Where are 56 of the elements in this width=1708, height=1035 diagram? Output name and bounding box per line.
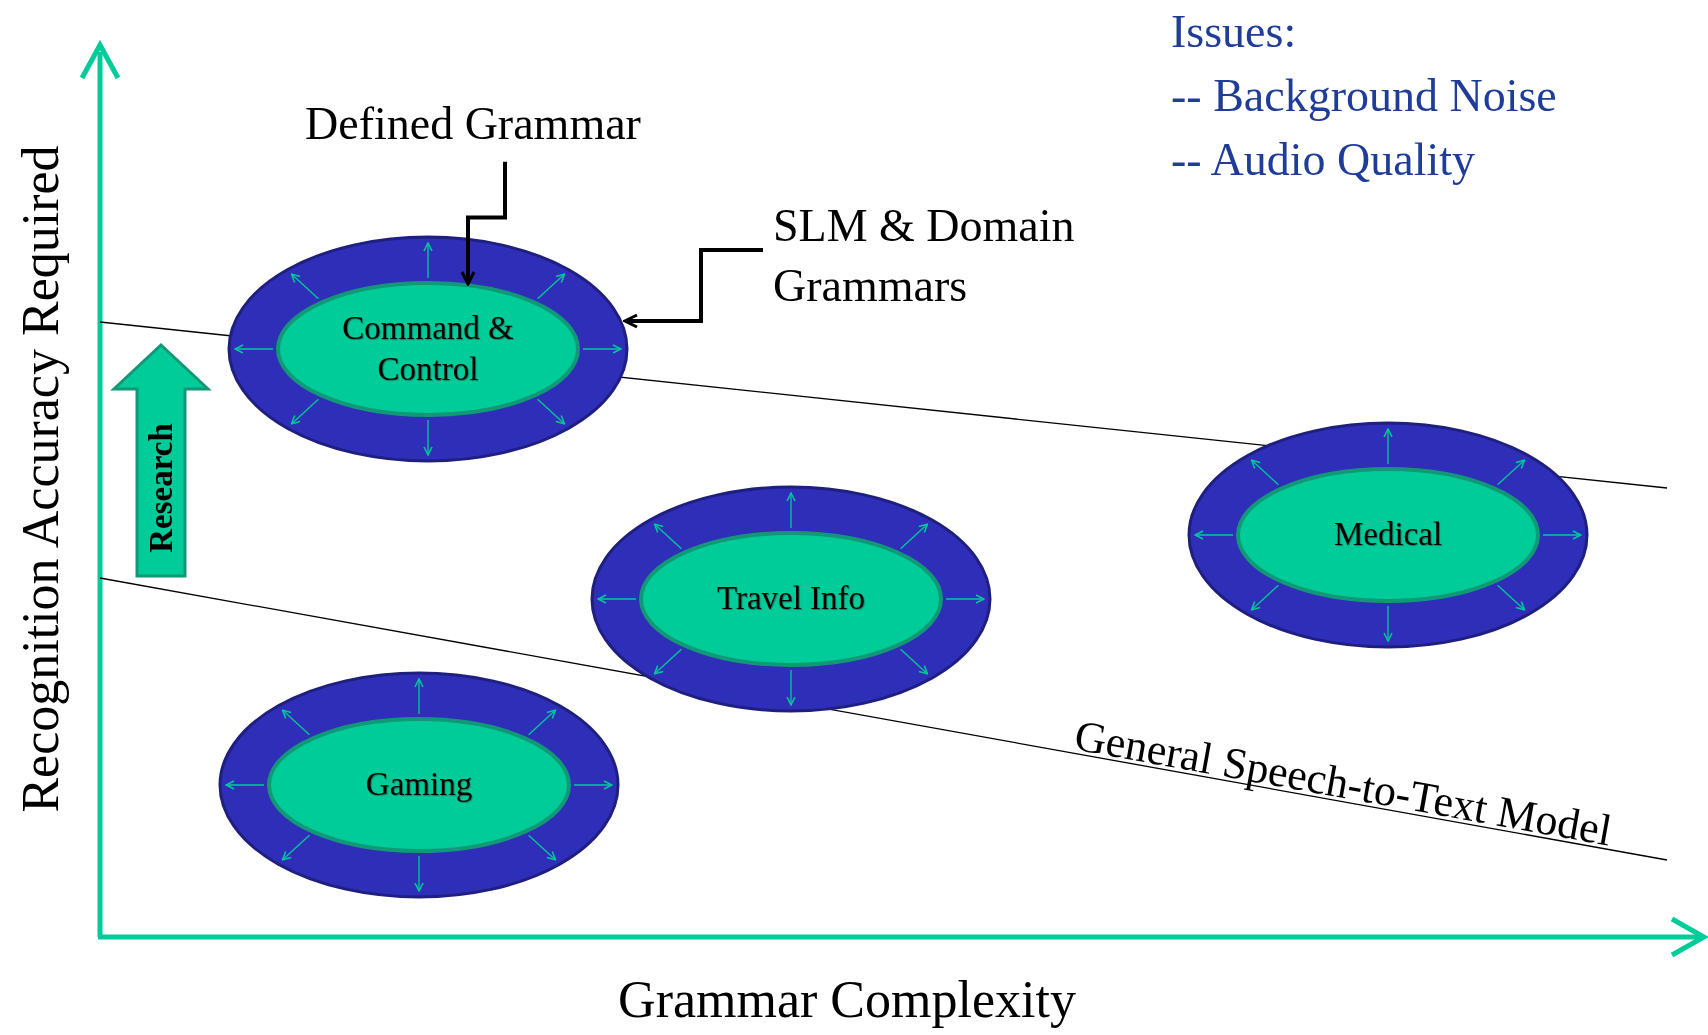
- node-label: Command & Control: [341, 308, 515, 389]
- callout-text: Defined Grammar: [305, 94, 695, 154]
- arrow: [1383, 605, 1393, 642]
- axis-title: Recognition Accuracy Required: [10, 145, 70, 813]
- arrow: [653, 648, 683, 675]
- arrow: [423, 419, 433, 456]
- arrow: [786, 669, 796, 706]
- arrow-label: Research: [142, 423, 180, 553]
- arrow: [597, 594, 637, 604]
- arrow: [653, 523, 683, 550]
- node-label: Gaming: [364, 765, 474, 805]
- ellipse-ring: [590, 485, 992, 713]
- arrow: [225, 780, 265, 790]
- arrow: [1542, 530, 1582, 540]
- arrow: [414, 855, 424, 892]
- axis-title: Grammar Complexity: [618, 969, 1076, 1030]
- leader-line: [460, 161, 507, 286]
- ellipse-node: [639, 531, 943, 667]
- node-label: Medical: [1332, 515, 1444, 555]
- block-arrow: [112, 343, 210, 579]
- leader-line: [623, 248, 763, 329]
- arrow: [1250, 459, 1280, 486]
- arrow: [1194, 530, 1234, 540]
- arrow: [290, 273, 320, 300]
- arrow: [536, 273, 566, 300]
- arrow: [527, 709, 557, 736]
- ellipse-ring: [1187, 421, 1589, 649]
- arrow: [527, 834, 557, 861]
- arrow: [290, 398, 320, 425]
- arrow: [1496, 459, 1526, 486]
- arrow: [1496, 584, 1526, 611]
- ellipse-ring: [227, 235, 629, 463]
- arrow: [536, 398, 566, 425]
- arrow: [281, 834, 311, 861]
- arrow: [899, 523, 929, 550]
- arrow: [423, 242, 433, 279]
- arrow: [414, 678, 424, 715]
- arrow: [1250, 584, 1280, 611]
- ellipse-node: [267, 717, 571, 853]
- ellipse-ring: [218, 671, 620, 899]
- arrow: [899, 648, 929, 675]
- note-text: Issues:: [1171, 5, 1297, 59]
- arrow: [582, 344, 622, 354]
- note-text: -- Background Noise: [1171, 69, 1557, 123]
- arrow: [945, 594, 985, 604]
- arrow: [234, 344, 274, 354]
- ellipse-node: [1236, 467, 1540, 603]
- line-label: General Speech-to-Text Model: [1070, 709, 1616, 858]
- ellipse-node: [276, 281, 580, 417]
- arrow: [1383, 428, 1393, 465]
- note-text: -- Audio Quality: [1171, 133, 1476, 187]
- arrow: [573, 780, 613, 790]
- arrow: [786, 492, 796, 529]
- callout-text: SLM & Domain Grammars: [773, 196, 1133, 316]
- node-label: Travel Info: [715, 579, 867, 619]
- arrow: [281, 709, 311, 736]
